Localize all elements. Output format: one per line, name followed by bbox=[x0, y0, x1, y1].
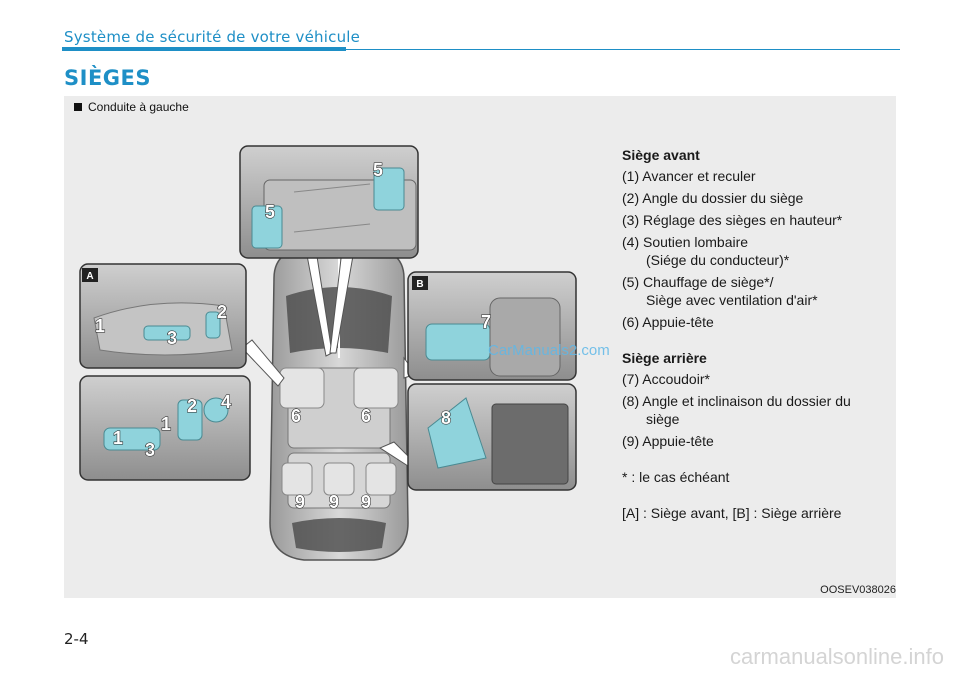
square-bullet-icon bbox=[74, 103, 82, 111]
figure-caption-text: Conduite à gauche bbox=[88, 100, 189, 114]
legend-item: (7) Accoudoir* bbox=[622, 370, 890, 388]
legend: Siège avant (1) Avancer et reculer (2) A… bbox=[622, 146, 890, 526]
callout-5-left: 5 bbox=[265, 202, 275, 222]
callout-9-left: 9 bbox=[295, 492, 305, 512]
page-heading: SIÈGES bbox=[64, 66, 151, 90]
callout-9-center: 9 bbox=[329, 492, 339, 512]
callout-3-inset-a: 3 bbox=[167, 328, 177, 348]
header-rule-thick bbox=[62, 47, 346, 51]
callout-4-switches: 4 bbox=[221, 392, 231, 412]
callout-3-switches: 3 bbox=[145, 440, 155, 460]
inset-rear-recline bbox=[408, 384, 576, 490]
inset-a-label: A bbox=[86, 271, 93, 282]
callout-5-right: 5 bbox=[373, 160, 383, 180]
header-rule-thin bbox=[346, 49, 900, 50]
seat-controls-illustration: A B 1 2 3 1 1 2 3 4 5 5 6 6 7 bbox=[74, 128, 586, 590]
inline-watermark: CarManuals2.com bbox=[488, 342, 610, 359]
inset-reference: [A] : Siège avant, [B] : Siège arrière bbox=[622, 504, 890, 522]
inset-b-label: B bbox=[416, 279, 423, 290]
legend-item: (3) Réglage des sièges en hauteur* bbox=[622, 211, 890, 229]
legend-item: (5) Chauffage de siège*/Siège avec venti… bbox=[622, 273, 890, 309]
callout-1b-switches: 1 bbox=[161, 414, 171, 434]
legend-item: (9) Appuie-tête bbox=[622, 432, 890, 450]
section-title: Système de sécurité de votre véhicule bbox=[64, 28, 360, 46]
footnote: * : le cas échéant bbox=[622, 468, 890, 486]
legend-item: (1) Avancer et reculer bbox=[622, 167, 890, 185]
inset-b-rear-armrest: B bbox=[408, 272, 576, 380]
legend-item: (6) Appuie-tête bbox=[622, 313, 890, 331]
callout-9-right: 9 bbox=[361, 492, 371, 512]
figure-caption: Conduite à gauche bbox=[74, 100, 189, 114]
callout-2-switches: 2 bbox=[187, 396, 197, 416]
callout-6-left: 6 bbox=[291, 406, 301, 426]
callout-2-inset-a: 2 bbox=[217, 302, 227, 322]
page-number: 2-4 bbox=[64, 630, 89, 648]
callout-1-switches: 1 bbox=[113, 428, 123, 448]
front-seat-heading: Siège avant bbox=[622, 146, 890, 164]
callout-7: 7 bbox=[481, 312, 491, 332]
callout-1-inset-a: 1 bbox=[95, 316, 105, 336]
legend-item: (4) Soutien lombaire(Siége du conducteur… bbox=[622, 233, 890, 269]
callout-8: 8 bbox=[441, 408, 451, 428]
callout-6-right: 6 bbox=[361, 406, 371, 426]
legend-item: (2) Angle du dossier du siège bbox=[622, 189, 890, 207]
figure-code: OOSEV038026 bbox=[820, 584, 896, 596]
rear-seat-heading: Siège arrière bbox=[622, 349, 890, 367]
footer-watermark: carmanualsonline.info bbox=[730, 644, 944, 670]
